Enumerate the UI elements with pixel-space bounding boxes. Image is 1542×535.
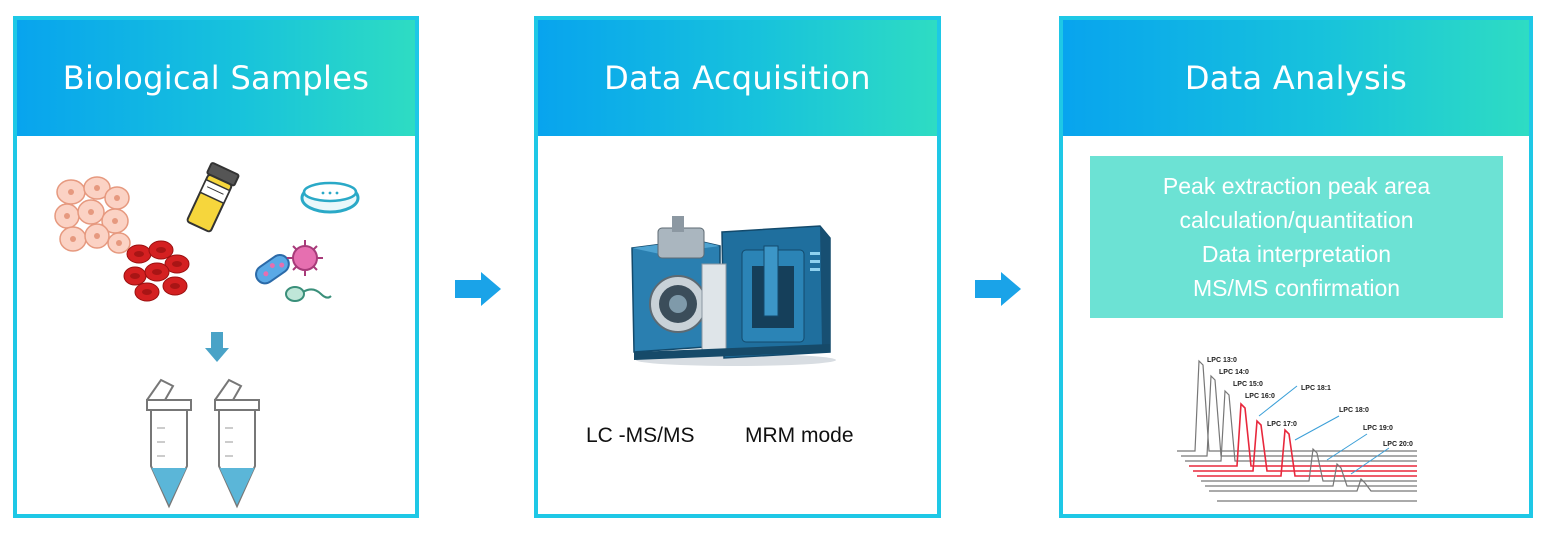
chromatogram-leader-line bbox=[1326, 433, 1368, 461]
down-arrow-icon bbox=[205, 332, 229, 362]
cells-icon bbox=[54, 176, 131, 254]
chromatogram-leader-line bbox=[1294, 415, 1340, 441]
panel-data-analysis: Data Analysis Peak extraction peak area … bbox=[1059, 16, 1533, 518]
chromatogram-trace bbox=[1189, 402, 1417, 467]
chromatogram-trace bbox=[1209, 477, 1417, 492]
red-blood-cells-icon bbox=[123, 240, 190, 302]
petri-dish-icon bbox=[300, 181, 360, 214]
chromatogram-trace bbox=[1181, 374, 1417, 457]
panel-body: LC -MS/MS MRM mode bbox=[538, 136, 937, 514]
analysis-step: MS/MS confirmation bbox=[1192, 275, 1401, 301]
chromatogram-trace bbox=[1197, 428, 1417, 477]
caption-technique: LC -MS/MS bbox=[586, 424, 695, 447]
chromatogram-peak-label: LPC 17:0 bbox=[1267, 421, 1297, 428]
panel-title: Biological Samples bbox=[17, 20, 415, 136]
microtube-icon bbox=[146, 378, 192, 509]
flow-arrow-icon bbox=[455, 272, 501, 306]
panel-title: Data Acquisition bbox=[538, 20, 937, 136]
analysis-step: calculation/quantitation bbox=[1179, 207, 1414, 233]
panel-title: Data Analysis bbox=[1063, 20, 1529, 136]
caption-mode: MRM mode bbox=[745, 424, 854, 447]
panel-body: Peak extraction peak area calculation/qu… bbox=[1063, 136, 1529, 514]
chromatogram-leader-line bbox=[1258, 385, 1298, 417]
chromatogram-peak-label: LPC 18:0 bbox=[1339, 407, 1369, 414]
chromatogram-peak-label: LPC 20:0 bbox=[1383, 441, 1413, 448]
microbes-icon bbox=[255, 240, 332, 302]
chromatogram-peak-label: LPC 16:0 bbox=[1245, 393, 1275, 400]
sample-vial-icon bbox=[186, 162, 240, 233]
chromatogram-peak-label: LPC 19:0 bbox=[1363, 425, 1393, 432]
analysis-step: Data interpretation bbox=[1201, 241, 1392, 267]
flow-arrow-icon bbox=[975, 272, 1021, 306]
chromatogram-peak-label: LPC 14:0 bbox=[1219, 369, 1249, 376]
chromatogram-trace bbox=[1193, 419, 1417, 472]
panel-body bbox=[17, 136, 415, 514]
panel-data-acquisition: Data Acquisition bbox=[534, 16, 941, 518]
chromatogram-trace bbox=[1177, 359, 1417, 452]
analysis-steps-box: Peak extraction peak area calculation/qu… bbox=[1090, 156, 1503, 318]
chromatogram-peak-label: LPC 15:0 bbox=[1233, 381, 1263, 388]
mass-spectrometer-icon bbox=[631, 216, 836, 366]
chromatogram-leader-line bbox=[1350, 447, 1390, 475]
analysis-step: Peak extraction peak area bbox=[1162, 173, 1431, 199]
panel-biological-samples: Biological Samples bbox=[13, 16, 419, 518]
microtube-icon bbox=[214, 378, 260, 509]
chromatogram-peak-label: LPC 13:0 bbox=[1207, 357, 1237, 364]
chromatogram-trace bbox=[1201, 447, 1417, 482]
chromatogram-peak-label: LPC 18:1 bbox=[1301, 385, 1331, 392]
